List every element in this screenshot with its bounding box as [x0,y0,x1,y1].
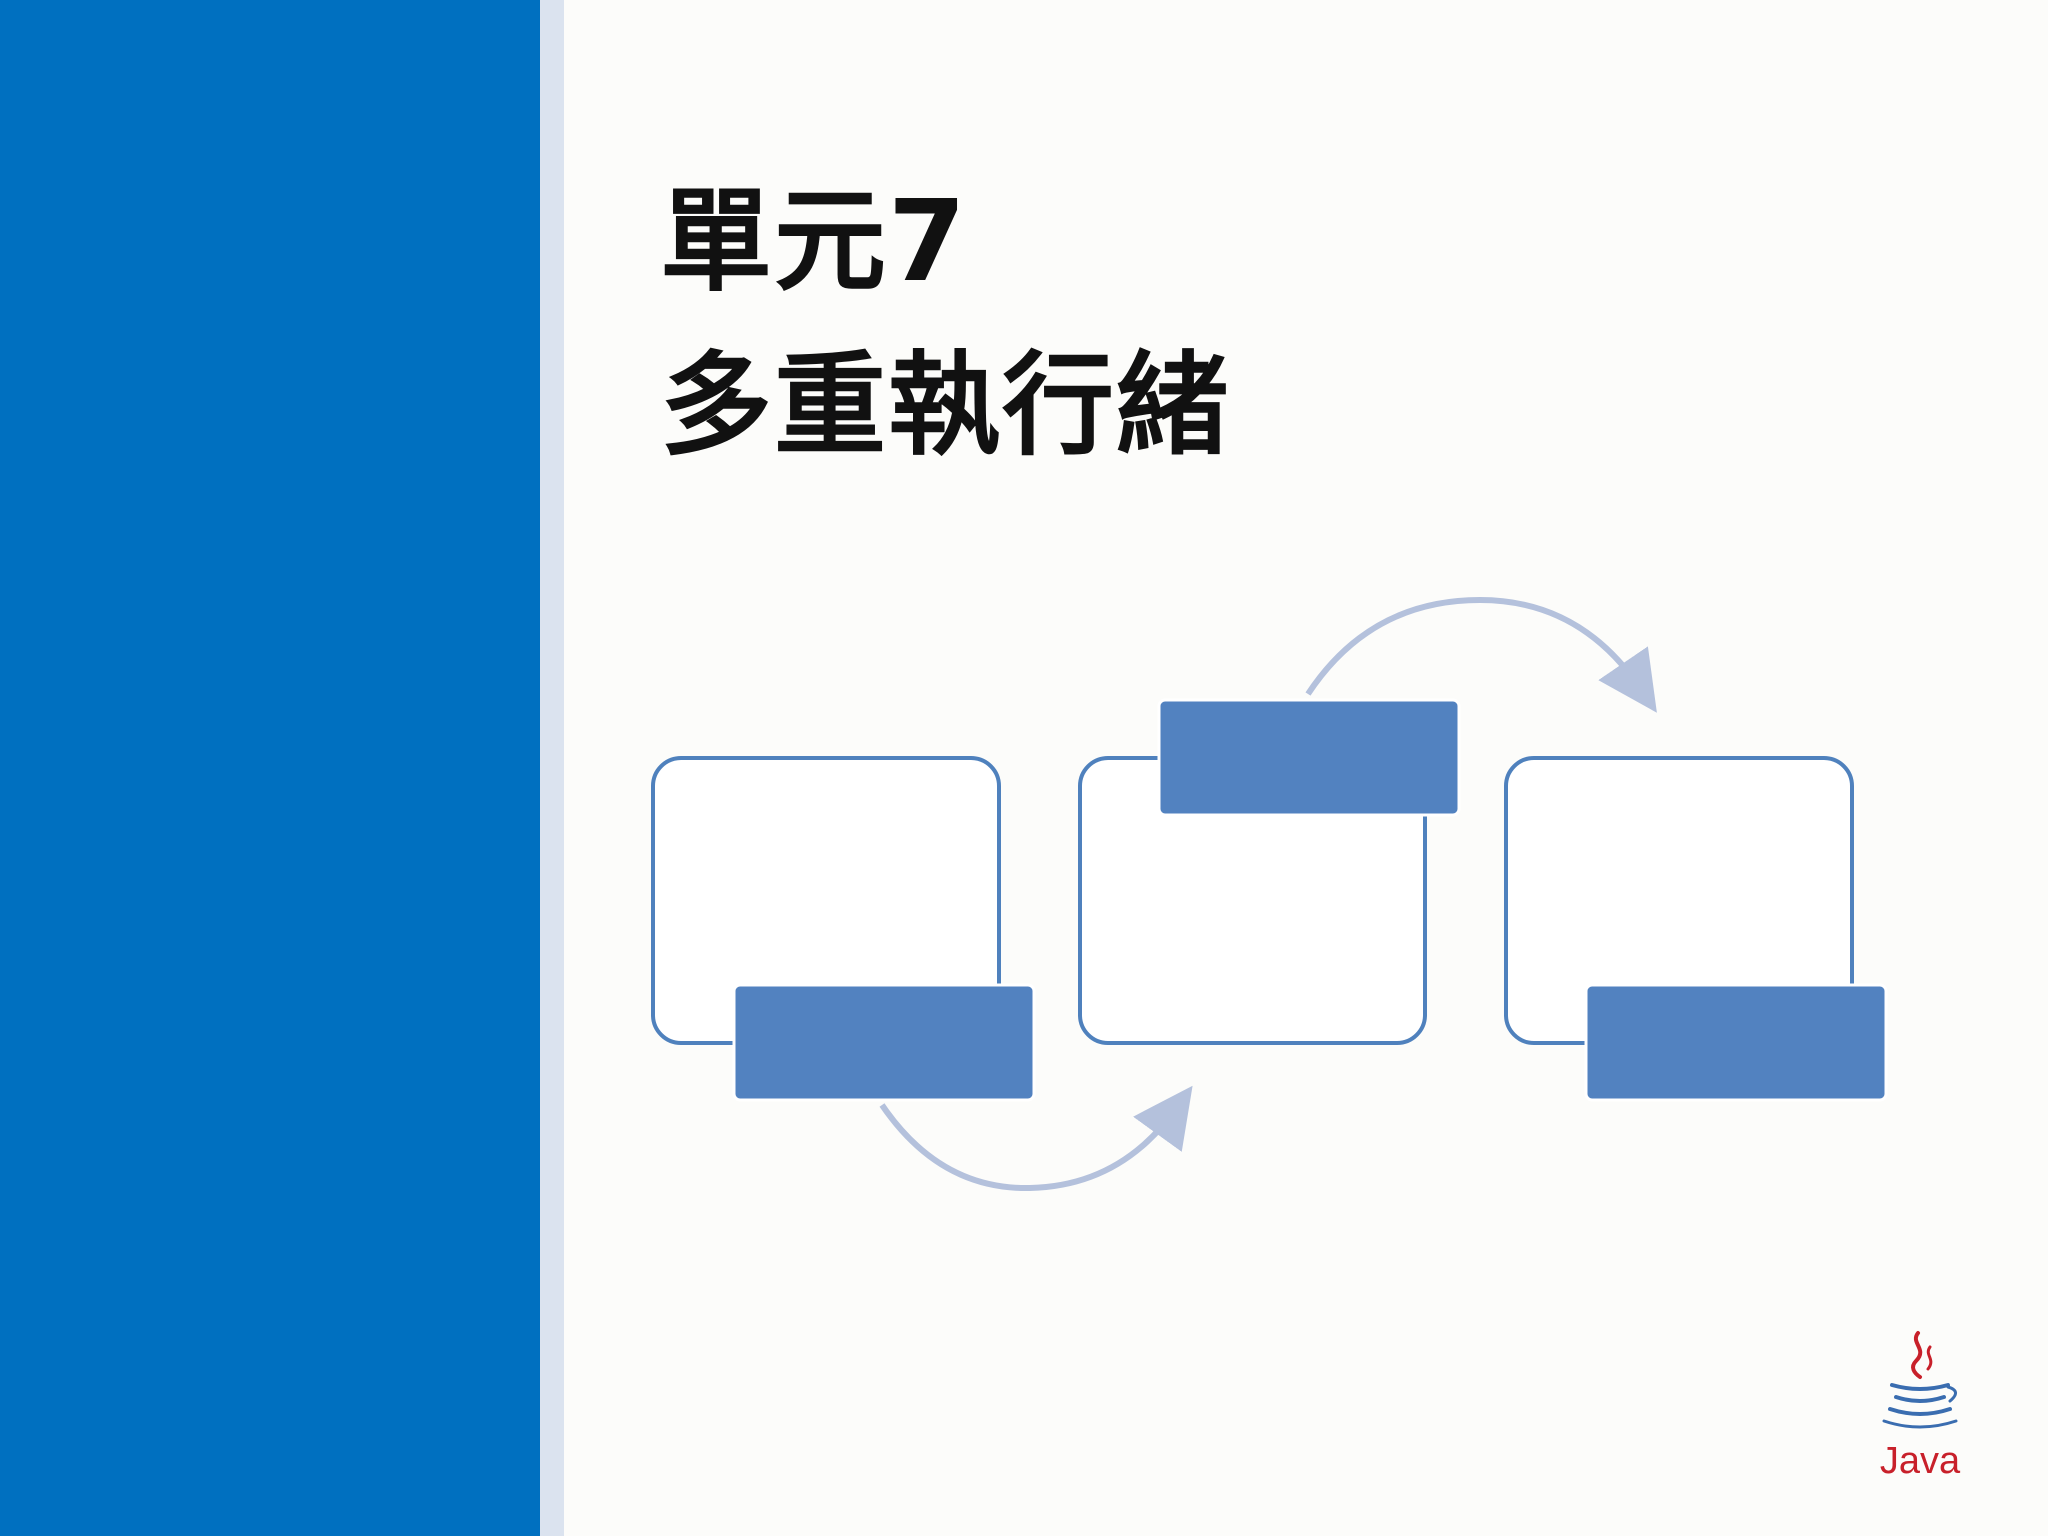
step-2-label-box [1157,698,1461,817]
java-coffee-cup-icon [1882,1331,1958,1429]
title-line-topic: 多重執行緒 [660,341,1230,471]
process-diagram [620,570,1920,1210]
java-logo-text: Java [1880,1440,1961,1482]
title-line-unit: 單元7 [660,177,968,307]
java-logo: Java [1870,1325,1970,1485]
slide-title: 單元7 多重執行緒 [660,160,1560,488]
curved-arrow-1 [879,1085,1193,1192]
sidebar-stripe [540,0,564,1536]
step-1-label-box [732,983,1036,1102]
sidebar-panel [0,0,540,1536]
curved-arrow-2 [1305,596,1657,713]
step-3-label-box [1584,983,1888,1102]
